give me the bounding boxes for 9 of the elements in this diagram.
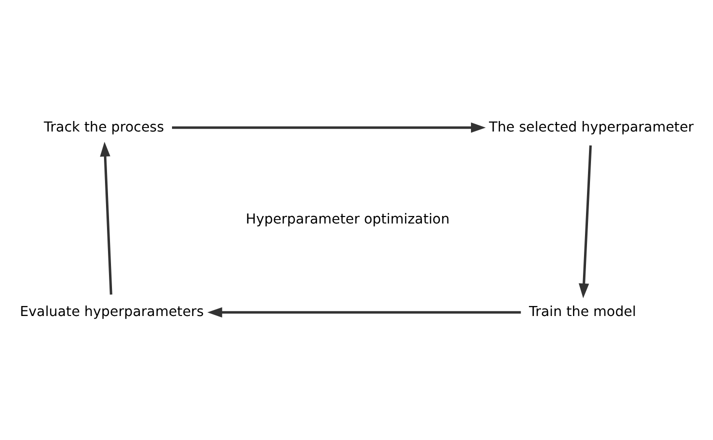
arrow: [207, 307, 521, 318]
node-text: Train the model: [528, 304, 636, 320]
label: Hyperparameter optimization: [246, 212, 450, 228]
node-text: The selected hyperparameter: [489, 119, 694, 136]
arrow: [100, 142, 112, 295]
node-text: Track the process: [44, 119, 164, 136]
arrow: [578, 145, 592, 298]
arrow: [172, 122, 486, 133]
node-text: Evaluate hyperparameters: [20, 304, 204, 320]
